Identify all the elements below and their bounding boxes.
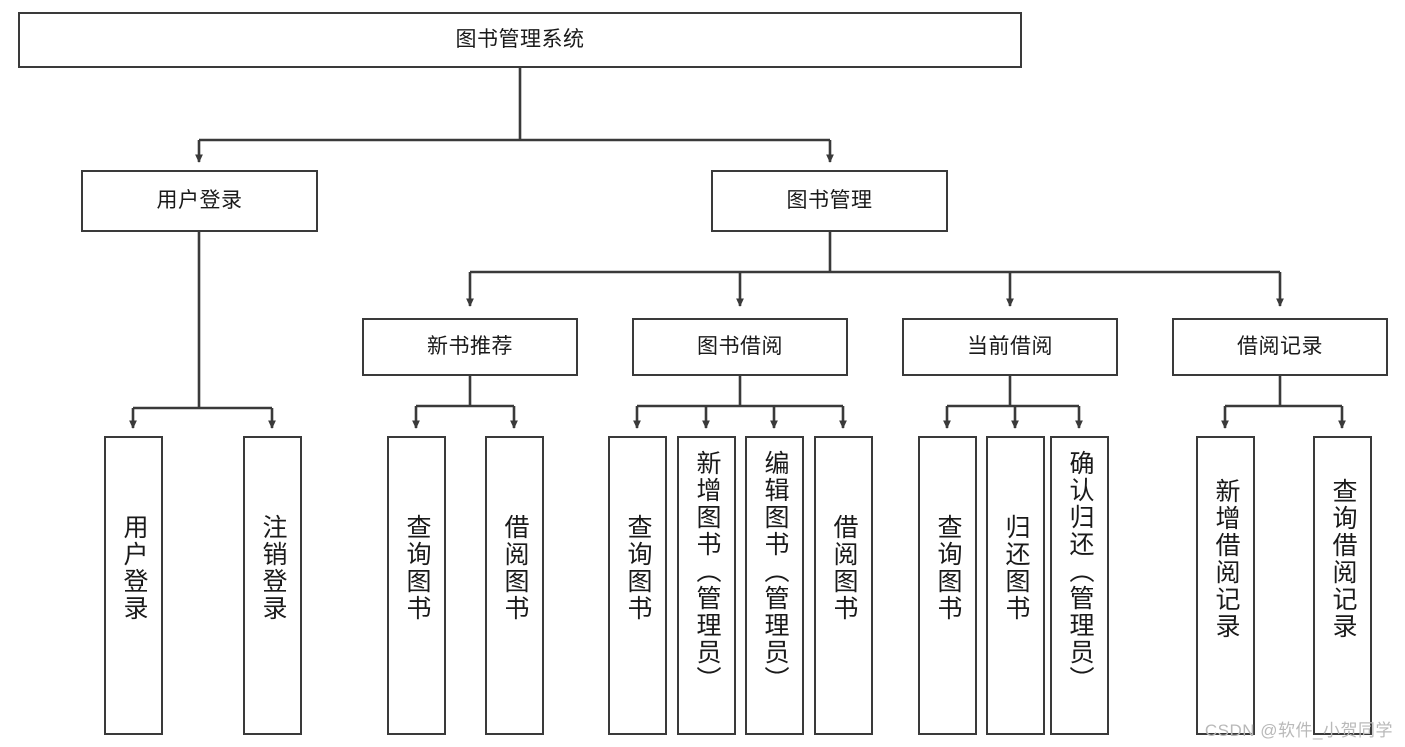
leaf-label: 借阅图书 — [501, 514, 529, 622]
leaf-label: 借阅图书 — [830, 514, 858, 622]
leaf-new-book-query-book[interactable]: 查询图书 — [387, 436, 446, 735]
node-new-book-recommend-label: 新书推荐 — [427, 335, 513, 359]
leaf-label: 注销登录 — [259, 514, 287, 622]
leaf-label: 查询图书 — [403, 514, 431, 622]
leaf-label: 查询图书 — [934, 514, 962, 622]
node-new-book-recommend[interactable]: 新书推荐 — [362, 318, 578, 376]
node-root-book-management-system[interactable]: 图书管理系统 — [18, 12, 1022, 68]
node-current-borrow-label: 当前借阅 — [967, 335, 1053, 359]
node-current-borrow[interactable]: 当前借阅 — [902, 318, 1118, 376]
leaf-book-borrow-edit-book-admin[interactable]: 编辑图书（管理员） — [745, 436, 804, 735]
leaf-label: 查询借阅记录 — [1329, 478, 1357, 640]
node-book-borrow-label: 图书借阅 — [697, 335, 783, 359]
leaf-borrow-record-add-record[interactable]: 新增借阅记录 — [1196, 436, 1255, 735]
leaf-label: 新增借阅记录 — [1212, 478, 1240, 640]
leaf-user-login-logout[interactable]: 注销登录 — [243, 436, 302, 735]
node-borrow-record-label: 借阅记录 — [1237, 335, 1323, 359]
node-root-label: 图书管理系统 — [455, 28, 585, 52]
leaf-current-borrow-return-book[interactable]: 归还图书 — [986, 436, 1045, 735]
node-book-management-label: 图书管理 — [786, 189, 873, 213]
leaf-book-borrow-query-book[interactable]: 查询图书 — [608, 436, 667, 735]
leaf-label: 查询图书 — [624, 514, 652, 622]
node-borrow-record[interactable]: 借阅记录 — [1172, 318, 1388, 376]
leaf-book-borrow-add-book-admin[interactable]: 新增图书（管理员） — [677, 436, 736, 735]
leaf-label: 用户登录 — [120, 514, 148, 622]
node-user-login[interactable]: 用户登录 — [81, 170, 318, 232]
leaf-user-login-login[interactable]: 用户登录 — [104, 436, 163, 735]
leaf-label: 确认归还（管理员） — [1066, 450, 1094, 693]
node-book-management[interactable]: 图书管理 — [711, 170, 948, 232]
leaf-book-borrow-borrow-book[interactable]: 借阅图书 — [814, 436, 873, 735]
leaf-new-book-borrow-book[interactable]: 借阅图书 — [485, 436, 544, 735]
leaf-current-borrow-query-book[interactable]: 查询图书 — [918, 436, 977, 735]
leaf-label: 新增图书（管理员） — [693, 450, 721, 693]
leaf-borrow-record-query-record[interactable]: 查询借阅记录 — [1313, 436, 1372, 735]
node-book-borrow[interactable]: 图书借阅 — [632, 318, 848, 376]
leaf-label: 编辑图书（管理员） — [761, 450, 789, 693]
leaf-label: 归还图书 — [1002, 514, 1030, 622]
leaf-current-borrow-confirm-return-admin[interactable]: 确认归还（管理员） — [1050, 436, 1109, 735]
node-user-login-label: 用户登录 — [156, 189, 243, 213]
